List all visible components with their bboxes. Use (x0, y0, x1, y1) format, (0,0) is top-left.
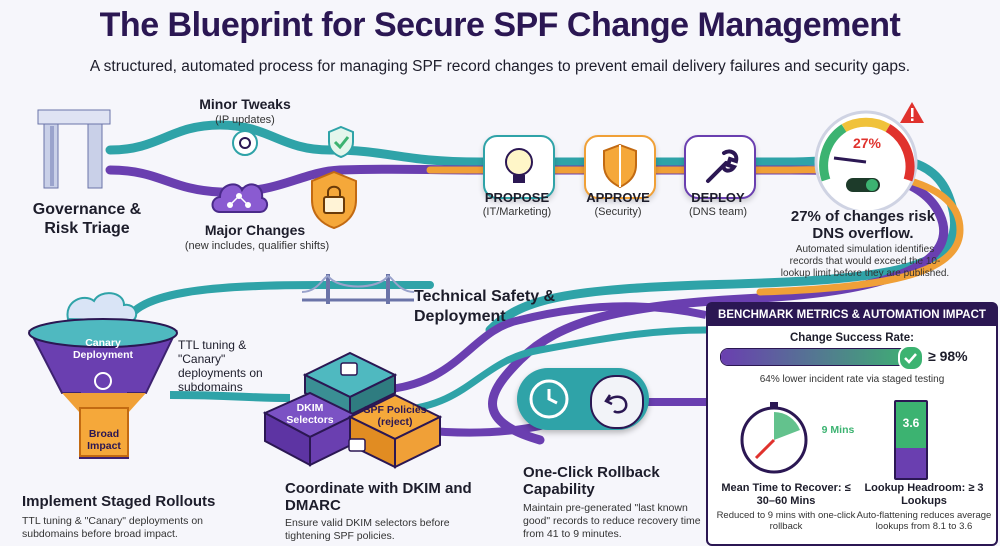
funnel-bottom-label: Broad Impact (87, 428, 121, 452)
dkim-title: Coordinate with DKIM and DMARC (285, 480, 472, 514)
deploy-sub: (DNS team) (688, 206, 748, 218)
timer-icon (529, 379, 569, 419)
technical-title: Technical Safety & Deployment (414, 288, 556, 325)
undo-icon (604, 394, 628, 414)
success-rate-fill (721, 349, 917, 365)
benchmark-header: BENCHMARK METRICS & AUTOMATION IMPACT (708, 304, 996, 326)
success-rate-bar (720, 348, 922, 366)
dkim-desc: Ensure valid DKIM selectors before tight… (285, 517, 450, 542)
warning-icon (900, 102, 924, 123)
funnel-top-label: Canary Deployment (72, 337, 134, 361)
rollback-title: One-Click Rollback Capability (523, 464, 660, 498)
approve-title: APPROVE (586, 190, 650, 205)
wrench-icon (706, 149, 739, 183)
deploy-title: DEPLOY (691, 190, 745, 205)
security-shield-icon (603, 143, 637, 189)
headroom-value: 3.6 (902, 416, 920, 430)
page-subtitle: A structured, automated process for mana… (89, 58, 911, 75)
major-changes-title: Major Changes (204, 222, 306, 238)
approve-card (584, 135, 656, 199)
benchmark-panel: BENCHMARK METRICS & AUTOMATION IMPACT Ch… (706, 302, 998, 546)
lightbulb-icon (505, 148, 533, 183)
headroom-note: Auto-flattening reduces average lookups … (856, 510, 992, 532)
bridge-icon (301, 274, 415, 304)
minor-tweaks-title: Minor Tweaks (199, 96, 291, 112)
propose-title: PROPOSE (484, 190, 550, 205)
funnel-side-text: TTL tuning & "Canary" deployments on sub… (178, 338, 263, 394)
governance-title: Governance & Risk Triage (32, 201, 142, 237)
dkim-cubes (262, 351, 443, 469)
staged-title: Implement Staged Rollouts (22, 493, 216, 510)
rollback-button[interactable] (590, 375, 644, 429)
propose-sub: (IT/Marketing) (482, 206, 552, 218)
mttr-clock-label: 9 Mins (821, 424, 855, 436)
page-title: The Blueprint for Secure SPF Change Mana… (99, 6, 901, 44)
propose-card (483, 135, 555, 199)
funnel (28, 292, 178, 459)
headroom-title: Lookup Headroom: ≥ 3 Lookups (864, 482, 984, 507)
cube-spf-label: SPF Policies (reject) (363, 404, 427, 428)
success-rate-label: Change Success Rate: (790, 332, 914, 344)
mttr-title: Mean Time to Recover: ≤ 30–60 Mins (721, 482, 851, 507)
gauge-value: 27% (852, 135, 882, 151)
headroom-bar (894, 400, 928, 480)
success-rate-note: 64% lower incident rate via staged testi… (759, 374, 945, 385)
cloud-network-icon (211, 183, 268, 213)
rollback-desc: Maintain pre-generated "last known good"… (523, 502, 701, 540)
gateway-icon (37, 109, 111, 189)
minor-tweaks-sub: (IP updates) (215, 114, 275, 126)
lock-shield-icon (311, 170, 357, 230)
gear-icon (232, 130, 258, 156)
gauge-desc: Automated simulation identifies records … (780, 244, 950, 279)
approve-sub: (Security) (594, 206, 642, 218)
stopwatch-icon (740, 402, 808, 474)
success-rate-value: ≥ 98% (928, 348, 968, 364)
shield-check-icon (328, 125, 354, 159)
risk-gauge (814, 110, 918, 210)
check-icon (898, 345, 924, 371)
staged-desc: TTL tuning & "Canary" deployments on sub… (22, 515, 203, 540)
major-changes-sub: (new includes, qualifier shifts) (184, 240, 330, 252)
deploy-card (684, 135, 756, 199)
cube-dkim-label: DKIM Selectors (286, 402, 334, 426)
gauge-headline: 27% of changes risk DNS overflow. (790, 208, 936, 242)
mttr-note: Reduced to 9 mins with one-click rollbac… (716, 510, 856, 532)
